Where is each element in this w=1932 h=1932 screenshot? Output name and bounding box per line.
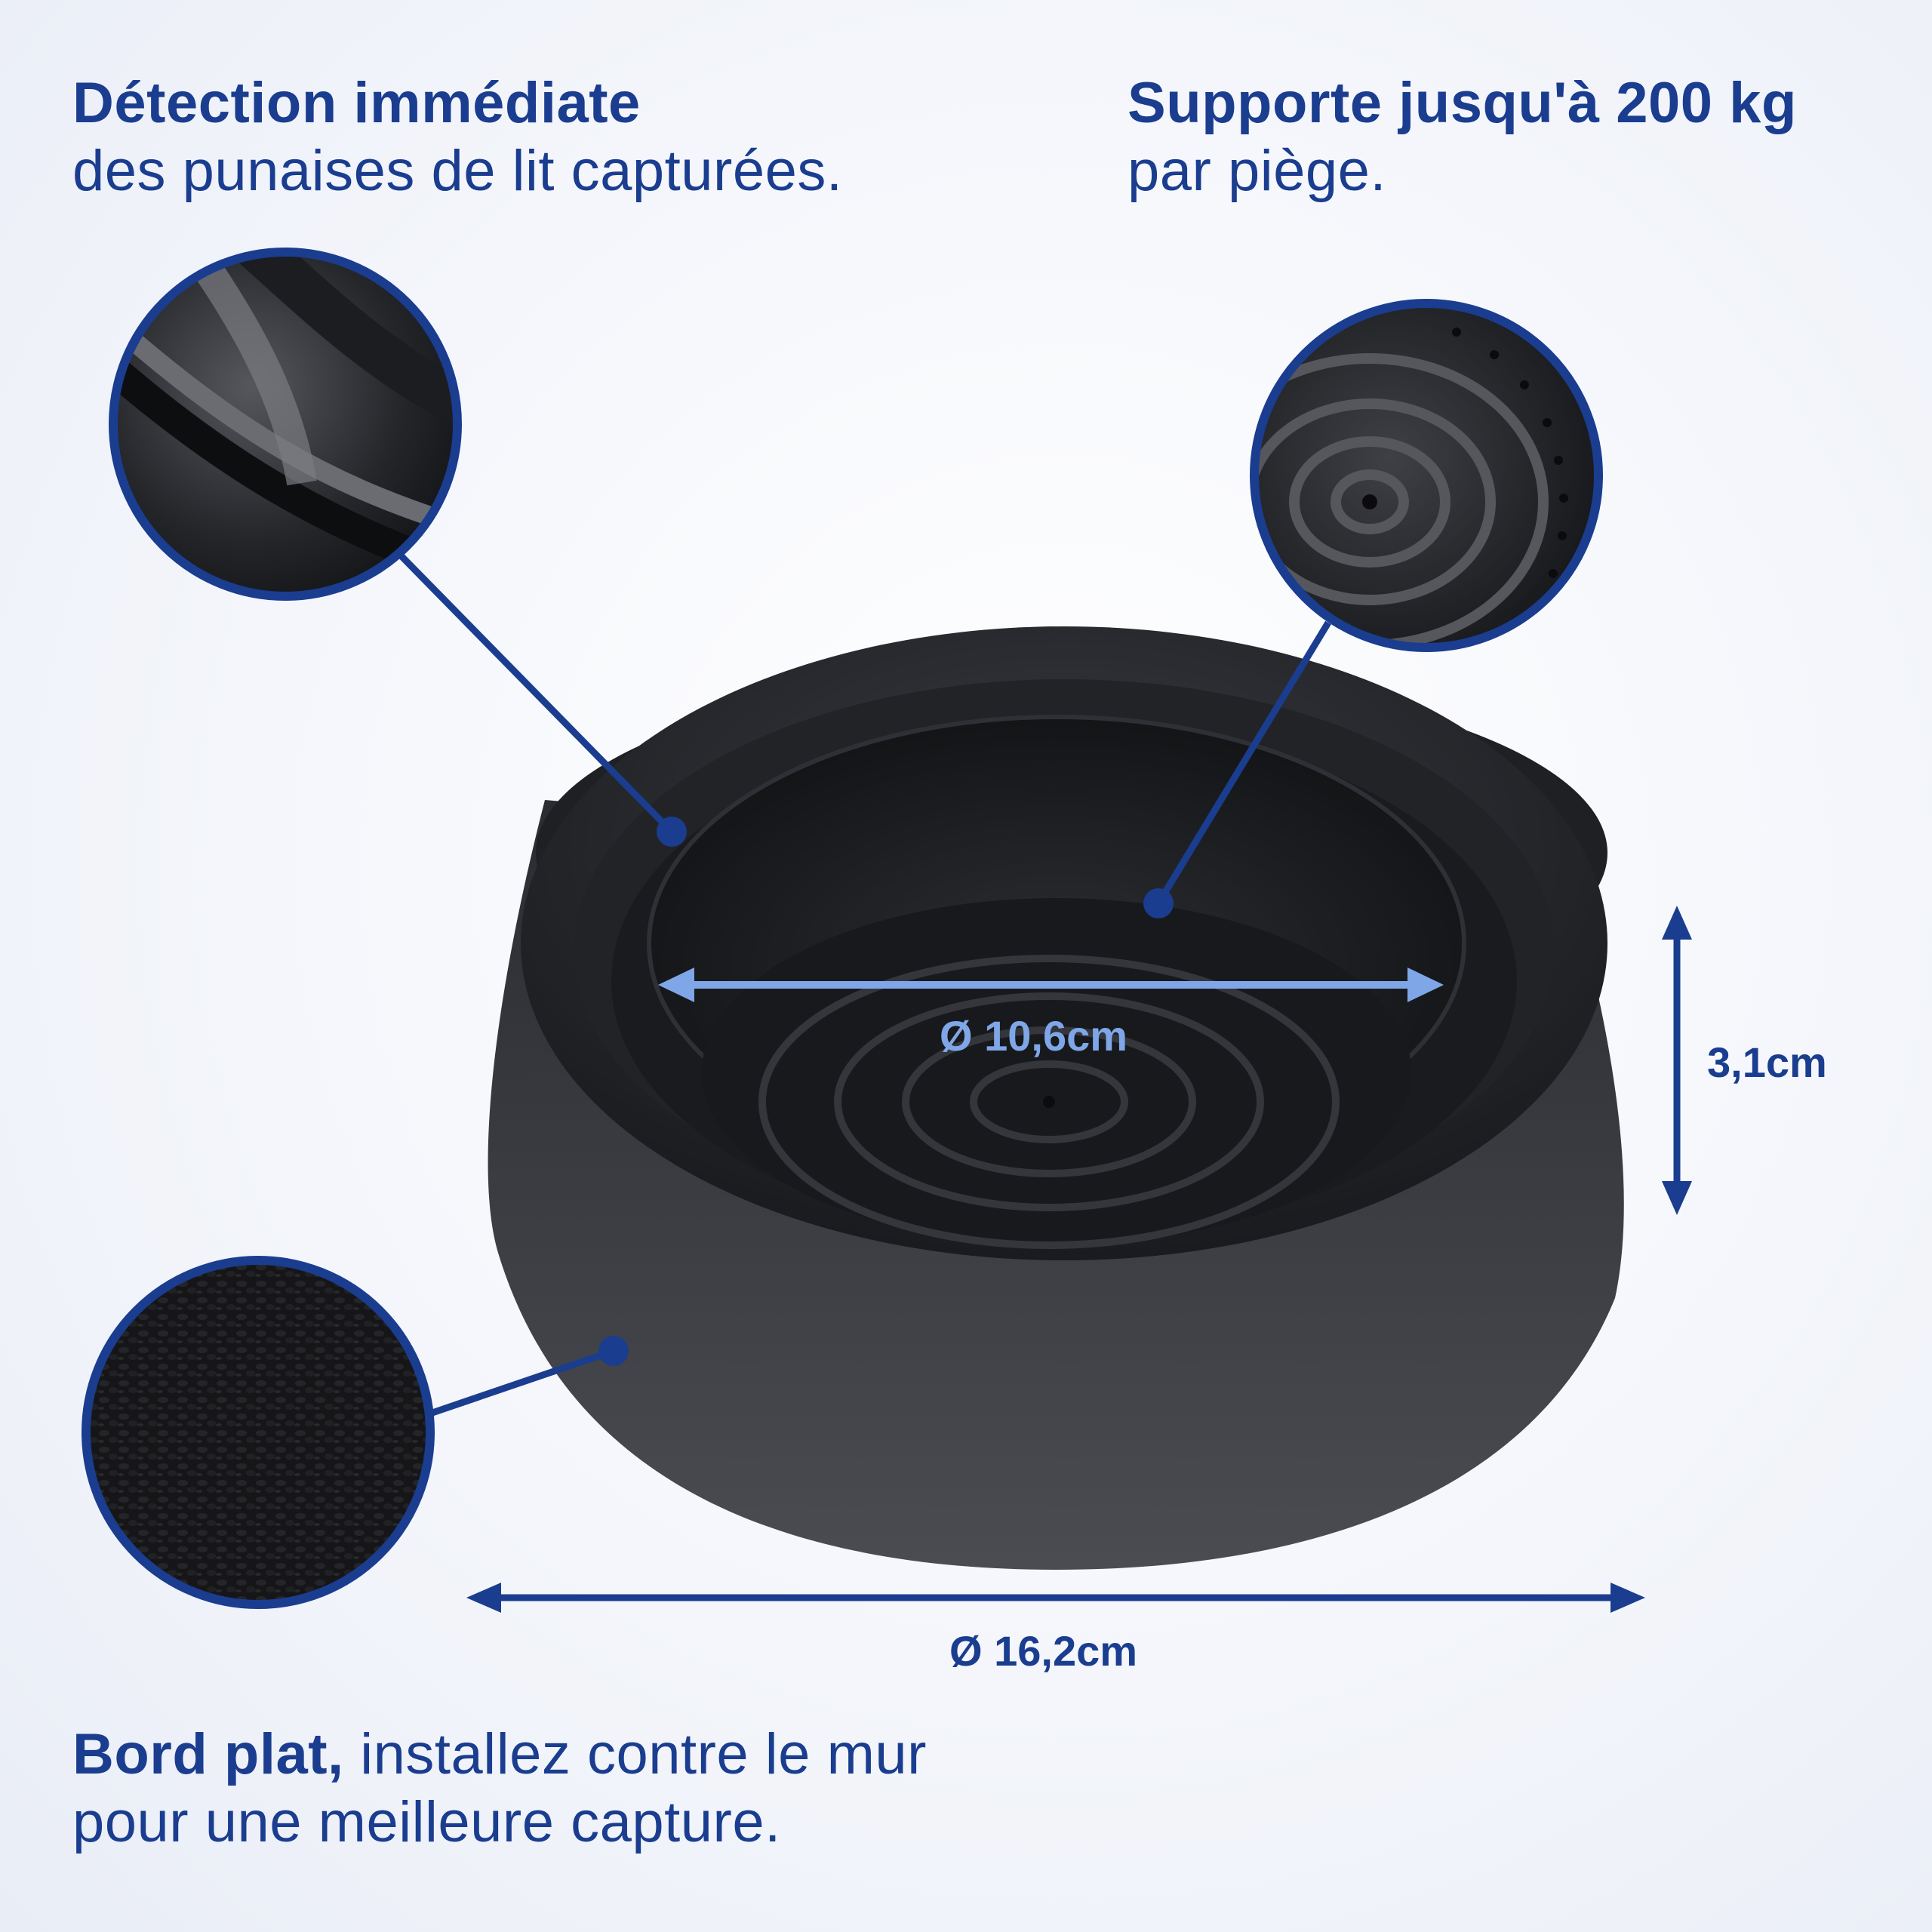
height-arrow <box>1662 906 1692 1215</box>
callout-dots <box>598 817 1174 1366</box>
edge-text-line1: installez contre le mur <box>343 1722 927 1786</box>
inner-diameter-arrow <box>658 968 1444 1002</box>
detection-caption: Détection immédiate des punaises de lit … <box>72 69 1114 205</box>
ring-base-detail-icon <box>1250 299 1603 652</box>
height-label: 3,1cm <box>1707 1038 1827 1086</box>
outer-diameter-arrow <box>466 1583 1645 1613</box>
support-caption: Supporte jusqu'à 200 kg par piège. <box>1128 69 1912 205</box>
detection-text: des punaises de lit capturées. <box>72 139 843 203</box>
textured-surface-detail-icon <box>82 1256 435 1609</box>
inner-wall-detail-icon <box>109 248 462 601</box>
outer-diameter-label: Ø 16,2cm <box>949 1627 1138 1675</box>
edge-title: Bord plat, <box>72 1722 344 1786</box>
support-title: Supporte jusqu'à 200 kg <box>1128 71 1797 135</box>
edge-text-line2: pour une meilleure capture. <box>72 1790 781 1854</box>
edge-caption: Bord plat, installez contre le mur pour … <box>72 1721 1204 1857</box>
inner-diameter-label: Ø 10,6cm <box>940 1012 1128 1060</box>
callout-connectors <box>397 552 1331 1418</box>
detection-title: Détection immédiate <box>72 71 641 135</box>
support-text: par piège. <box>1128 139 1387 203</box>
bed-bug-trap <box>488 626 1624 1570</box>
